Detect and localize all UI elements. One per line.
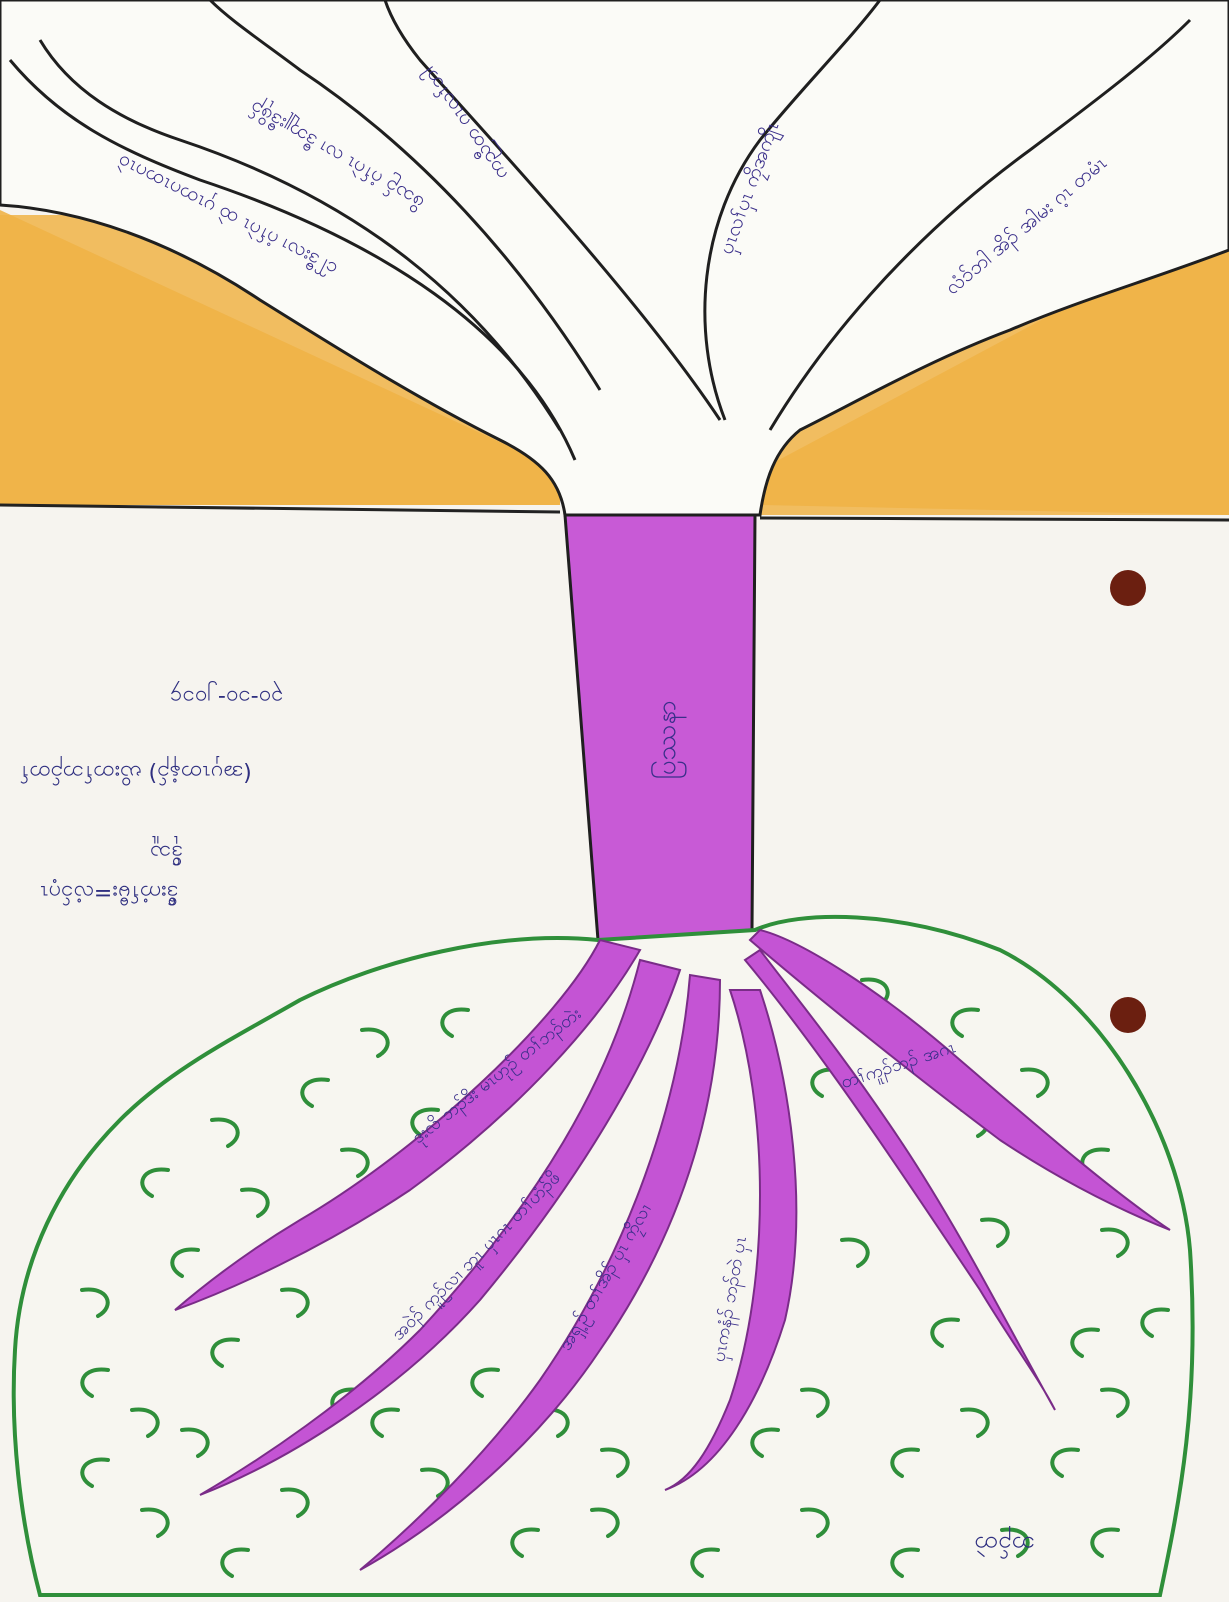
trunk-label: ပြဿနာ bbox=[649, 700, 687, 779]
grass-mound bbox=[14, 917, 1193, 1595]
note-line-1: (အပှၤတနံၣ်) ဃိးတၢ်ဘၣ်တၢ် bbox=[20, 755, 252, 788]
punch-hole-bottom bbox=[1110, 997, 1146, 1033]
note-date: ၃၀-၁၀-၂၀၁၄ bbox=[170, 680, 283, 713]
signature: ဘၣ်တဲ bbox=[975, 1525, 1035, 1561]
ground-line bbox=[0, 505, 560, 512]
note-line-3: ဒ်ီးကံၢ်မီး=လံၥ်ဂ့ၤ bbox=[40, 875, 178, 908]
punch-hole-top bbox=[1110, 570, 1146, 606]
note-line-2: ဒ်ိုသူ bbox=[150, 835, 183, 868]
ground-line-right bbox=[760, 518, 1229, 520]
